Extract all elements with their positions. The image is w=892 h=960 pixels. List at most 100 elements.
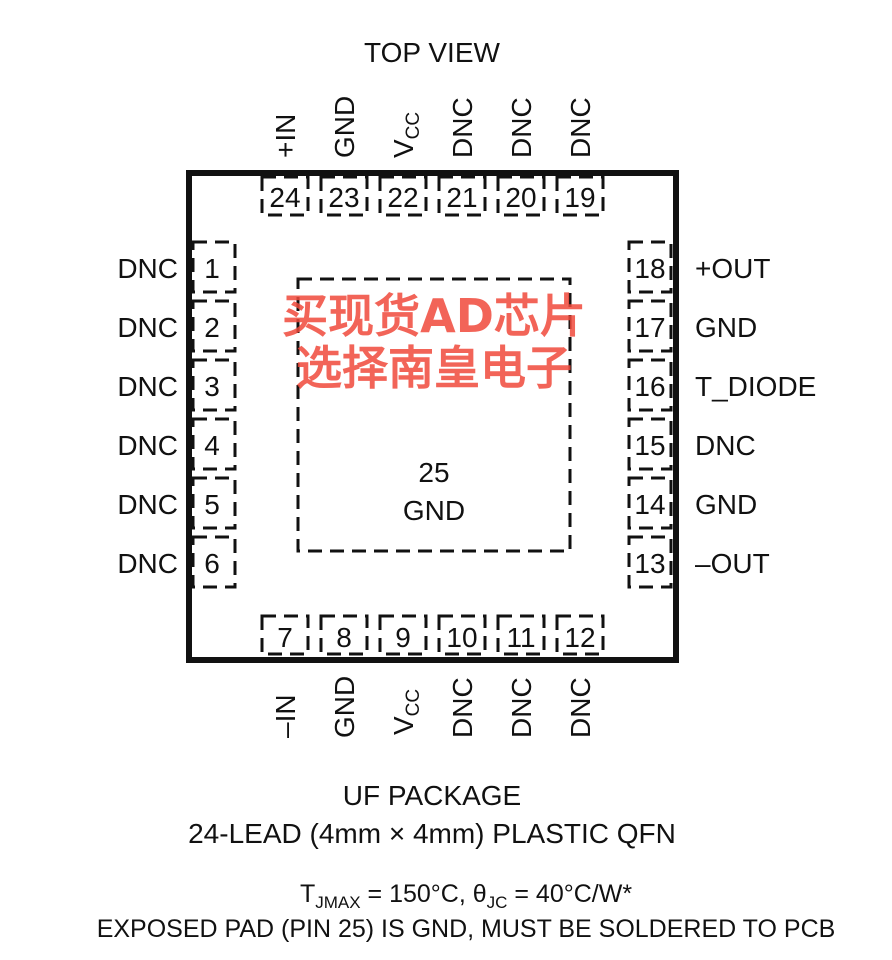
pin-pad (191, 476, 237, 530)
pin-label: DNC (447, 97, 478, 158)
exposed-pad (296, 277, 572, 553)
package-description: 24-LEAD (4mm × 4mm) PLASTIC QFN (188, 818, 676, 849)
pin-pad (319, 175, 369, 217)
pin-13: 13–OUT (627, 535, 770, 589)
pin-4: 4 DNC (117, 417, 237, 471)
pin-label: +IN (270, 114, 301, 158)
pin-label: +OUT (695, 253, 770, 284)
pins: 24+IN23GND22VCC21DNC20DNC19DNC7–IN8GND9V… (117, 96, 816, 738)
pin-pad (260, 614, 310, 656)
pin-pad (191, 299, 237, 353)
pin-pad (260, 175, 310, 217)
pin-label: DNC (117, 548, 178, 579)
pin-number: 21 (446, 182, 477, 213)
watermark: 买现货AD芯片选择南皇电子 (282, 290, 586, 395)
pin-label: VCC (388, 689, 424, 735)
pin-number: 14 (634, 489, 665, 520)
pin-16: 16 T_DIODE (627, 358, 816, 412)
pin-18: 18 +OUT (627, 240, 770, 294)
pin-label: DNC (117, 371, 178, 402)
watermark-box: 买现货AD芯片选择南皇电子 (282, 290, 586, 395)
pad-label: GND (403, 495, 465, 526)
pin-number: 17 (634, 312, 665, 343)
pin-number: 23 (328, 182, 359, 213)
exposed-pad-note: EXPOSED PAD (PIN 25) IS GND, MUST BE SOL… (97, 915, 836, 943)
pin-label: GND (695, 489, 757, 520)
pin-24: 24 +IN (260, 114, 310, 217)
pin-1: 1 DNC (117, 240, 237, 294)
pin-pad (627, 535, 673, 589)
pin-label: DNC (447, 677, 478, 738)
pin-label: GND (329, 96, 360, 158)
pin-21: 21 DNC (437, 97, 487, 217)
pin-number: 13 (634, 548, 665, 579)
pin-6: 6 DNC (117, 535, 237, 589)
pin-number: 7 (277, 622, 293, 653)
pin-label: DNC (695, 430, 756, 461)
pin-label: DNC (506, 677, 537, 738)
pin-pad (627, 417, 673, 471)
pin-pad (496, 175, 546, 217)
pin-7: 7 –IN (260, 614, 310, 738)
pin-pad (437, 614, 487, 656)
pin-pad (378, 175, 428, 217)
pin-number: 9 (395, 622, 411, 653)
pin-number: 18 (634, 253, 665, 284)
pin-pad (496, 614, 546, 656)
pin-pad (627, 240, 673, 294)
pin-label: DNC (117, 430, 178, 461)
pin-number: 15 (634, 430, 665, 461)
pad-number: 25 (418, 457, 449, 488)
pin-number: 6 (204, 548, 220, 579)
pin-label: T_DIODE (695, 371, 816, 402)
pin-label: DNC (117, 489, 178, 520)
pin-label: VCC (388, 112, 424, 158)
pin-pad (555, 614, 605, 656)
pin-14: 14 GND (627, 476, 757, 530)
pin-pad (191, 358, 237, 412)
pin-number: 24 (269, 182, 300, 213)
pin-pad (378, 614, 428, 656)
pin-15: 15 DNC (627, 417, 756, 471)
pin-pad (627, 476, 673, 530)
pin-pad (627, 358, 673, 412)
pin-number: 4 (204, 430, 220, 461)
pin-number: 5 (204, 489, 220, 520)
pin-number: 12 (564, 622, 595, 653)
pin-number: 19 (564, 182, 595, 213)
pin-number: 1 (204, 253, 220, 284)
pin-pad (437, 175, 487, 217)
pin-pad (627, 299, 673, 353)
pin-label: DNC (565, 97, 596, 158)
pin-19: 19 DNC (555, 97, 605, 217)
pin-number: 16 (634, 371, 665, 402)
pin-pad (191, 535, 237, 589)
pin-pad (555, 175, 605, 217)
pin-22: 22 VCC (378, 112, 428, 217)
pin-label: GND (329, 676, 360, 738)
pin-number: 11 (506, 622, 535, 653)
package-outline (186, 170, 679, 663)
pin-pad (319, 614, 369, 656)
pin-23: 23 GND (319, 96, 369, 217)
pin-number: 8 (336, 622, 352, 653)
pin-label: DNC (117, 253, 178, 284)
pin-3: 3 DNC (117, 358, 237, 412)
pin-label: DNC (506, 97, 537, 158)
pin-pad (191, 417, 237, 471)
pin-5: 5 DNC (117, 476, 237, 530)
pin-number: 3 (204, 371, 220, 402)
pin-number: 10 (446, 622, 477, 653)
thermal-spec: TJMAX = 150°C, θJC = 40°C/W* (300, 880, 632, 912)
pin-label: –IN (270, 694, 301, 738)
pin-number: 22 (387, 182, 418, 213)
